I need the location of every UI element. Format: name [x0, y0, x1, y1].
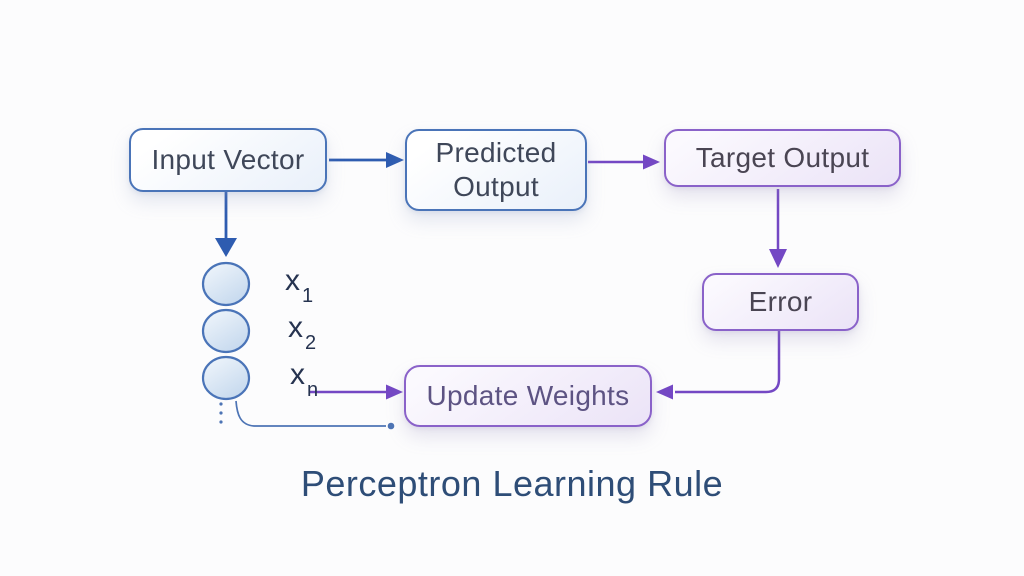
x-base: x [288, 311, 304, 344]
arrowhead-error-to-update-icon [656, 384, 673, 400]
node-target-output: Target Output [664, 129, 901, 187]
node-update-weights: Update Weights [404, 365, 652, 427]
x-sub: 1 [302, 285, 314, 307]
arrowhead-input-to-predicted-icon [386, 152, 404, 168]
thin-connector-endpoint-icon [387, 422, 395, 430]
node-predicted-output-label: Predicted Output [435, 137, 557, 202]
diagram-title: Perceptron Learning Rule [300, 463, 724, 504]
x-base: x [290, 358, 306, 391]
node-error-label: Error [748, 286, 813, 318]
node-input-vector-label: Input Vector [151, 144, 305, 176]
input-label-xn: xn [290, 358, 318, 401]
arrowhead-xn-to-update-icon [386, 384, 403, 400]
node-input-vector: Input Vector [129, 128, 327, 192]
input-node-x2 [201, 308, 251, 354]
node-predicted-output: Predicted Output [405, 129, 587, 211]
arrowhead-input-to-nodes-icon [215, 238, 237, 257]
thin-connector-line [235, 400, 386, 427]
x-sub: n [307, 379, 319, 401]
x-base: x [285, 264, 301, 297]
arrow-error-to-update [675, 327, 781, 394]
node-target-output-label: Target Output [695, 142, 870, 174]
input-label-x2: x2 [288, 311, 316, 354]
input-label-x1: x1 [285, 264, 313, 307]
input-node-xn [201, 355, 251, 401]
input-node-x1 [201, 261, 251, 307]
arrowhead-predicted-to-target-icon [643, 154, 660, 170]
node-update-weights-label: Update Weights [426, 380, 630, 412]
x-sub: 2 [305, 332, 317, 354]
node-error: Error [702, 273, 859, 331]
arrowhead-target-to-error-icon [769, 249, 787, 268]
